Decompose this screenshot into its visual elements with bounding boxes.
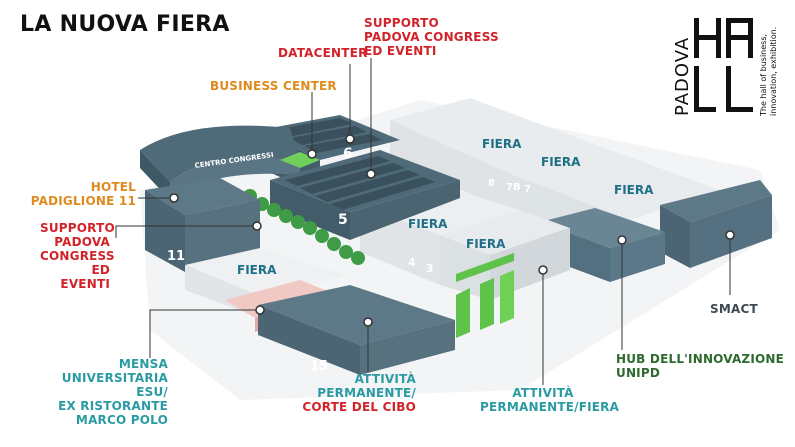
label-pav-4: 4 (408, 256, 416, 269)
marker-supporto-left (252, 221, 262, 231)
pavilion-6-seats (275, 118, 382, 153)
pavilion-5-front (270, 180, 350, 240)
brand-tagline-1: The hall of business, (759, 34, 768, 117)
logo-l2-stem (726, 66, 731, 112)
label-attivita-fiera: ATTIVITÀ PERMANENTE/FIERA (480, 386, 620, 414)
label-fiera-1: FIERA (482, 137, 522, 151)
pavilion-fiera-top-front (390, 120, 520, 215)
label-business-center: BUSINESS CENTER (210, 79, 337, 93)
label-pav-11: 11 (167, 249, 185, 264)
label-attivita-corte: ATTIVITÀ PERMANENTE/ CORTE DEL CIBO (302, 372, 416, 414)
marker-supporto-top (366, 169, 376, 179)
marker-hub (617, 235, 627, 245)
label-fiera-5: FIERA (466, 237, 506, 251)
logo-l1-foot (694, 107, 716, 112)
marker-smact (725, 230, 735, 240)
marker-fiera-perm (538, 265, 548, 275)
logo-a-bar (726, 35, 753, 40)
label-supporto-left: SUPPORTO PADOVA CONGRESS ED EVENTI (40, 221, 115, 291)
pavilion-5-seats (285, 156, 435, 210)
marker-hotel (169, 193, 179, 203)
green-frame-top (456, 252, 514, 283)
label-pav-15: 15 (310, 359, 328, 374)
green-frame-1 (456, 288, 470, 338)
label-smact: SMACT (710, 302, 758, 316)
logo-l2-foot (726, 107, 753, 112)
pavilion-15-front (258, 305, 360, 375)
pavilion-15-roof (258, 285, 455, 345)
leader-supporto-left (115, 225, 255, 238)
green-frame-2 (480, 278, 494, 330)
label-supporto-top: SUPPORTO PADOVA CONGRESS ED EVENTI (364, 16, 499, 58)
smact-front (660, 205, 690, 268)
centro-congressi-roof (140, 125, 300, 182)
smact-roof (660, 180, 772, 222)
marker-mensa (255, 305, 265, 315)
pavilion-11-front (145, 190, 185, 272)
padova-hall-logo: PADOVA The hall of business, innovation,… (668, 12, 788, 118)
label-mensa: MENSA UNIVERSITARIA ESU/ EX RISTORANTE M… (58, 357, 168, 427)
label-fiera-6: FIERA (237, 263, 277, 277)
label-hotel: HOTEL PADIGLIONE 11 (30, 180, 136, 208)
label-fiera-4: FIERA (408, 217, 448, 231)
label-fiera-2: FIERA (541, 155, 581, 169)
pavilion-fiera-mid2-front (440, 235, 490, 300)
label-pav-7: 7 (524, 184, 531, 195)
pavilion-fiera-top-roof (390, 98, 610, 178)
label-pav-3: 3 (426, 262, 434, 275)
marker-datacenter (345, 134, 355, 144)
label-pav-7b: 7B (506, 182, 521, 193)
logo-a-top (726, 18, 753, 23)
hub-side (610, 232, 665, 282)
green-frame-3 (500, 270, 514, 324)
marker-business (307, 149, 317, 159)
label-fiera-3: FIERA (614, 183, 654, 197)
label-hub: HUB DELL'INNOVAZIONE UNIPD (616, 352, 785, 380)
brand-city: PADOVA (672, 37, 693, 116)
trees-row (243, 189, 365, 265)
page-title: LA NUOVA FIERA (20, 12, 230, 37)
logo-l1-stem (694, 66, 699, 112)
hub-roof (540, 208, 665, 248)
pavilion-fiera-mid2-roof (440, 210, 570, 255)
label-pav-5: 5 (338, 212, 348, 228)
pavilion-5-side (350, 180, 460, 240)
leader-mensa (149, 309, 258, 358)
marker-corte (363, 317, 373, 327)
logo-h-bar (694, 35, 721, 40)
brand-tagline-2: innovation, exhibition. (769, 27, 778, 116)
mensa-area (225, 280, 330, 318)
hall-logo-graphic: PADOVA The hall of business, innovation,… (672, 18, 778, 117)
pavilion-15-side (360, 320, 455, 375)
label-pav-8: 8 (488, 178, 495, 189)
label-pav-6: 6 (343, 146, 353, 162)
label-datacenter: DATACENTER (278, 46, 368, 60)
centro-congressi-wall (170, 157, 300, 200)
